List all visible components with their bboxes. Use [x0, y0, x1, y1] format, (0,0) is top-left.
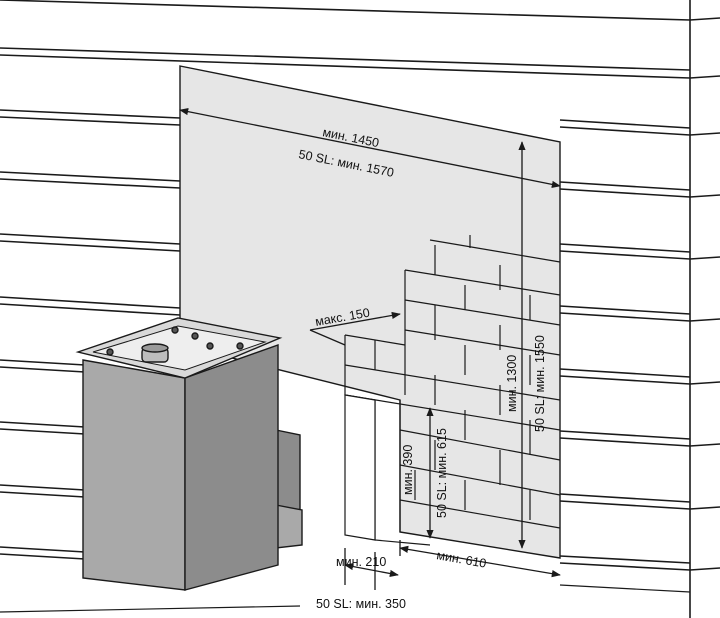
stove-front: [82, 359, 186, 591]
opening-min-label: мин. 390: [401, 445, 415, 495]
gap-min-label: мин. 210: [336, 555, 386, 569]
opening-pillar: [344, 394, 376, 541]
wall-planks-right: [559, 119, 691, 571]
overhang-dimension-arrow: [309, 311, 401, 331]
height-50sl-label: 50 SL: мин. 1550: [533, 335, 547, 432]
stove-lower-bracket: [275, 504, 303, 549]
wall-corner: [689, 0, 720, 618]
stove-side: [184, 344, 279, 591]
stove-chimney-opening: [141, 343, 169, 353]
overhang-tick: [309, 329, 346, 346]
gap-50sl-label: 50 SL: мин. 350: [316, 597, 406, 611]
gap-arrow: [344, 562, 399, 578]
floor-depth-arrow: [399, 545, 561, 578]
sauna-stove: [75, 317, 303, 591]
opening-50sl-label: 50 SL: мин. 615: [435, 428, 449, 518]
dimension-lines: [179, 108, 561, 590]
wall-planks-left: [0, 0, 691, 560]
floor-depth-min-label: мин. 610: [435, 548, 487, 571]
width-dimension-arrow: [179, 108, 561, 188]
height-min-label: мин. 1300: [505, 355, 519, 412]
